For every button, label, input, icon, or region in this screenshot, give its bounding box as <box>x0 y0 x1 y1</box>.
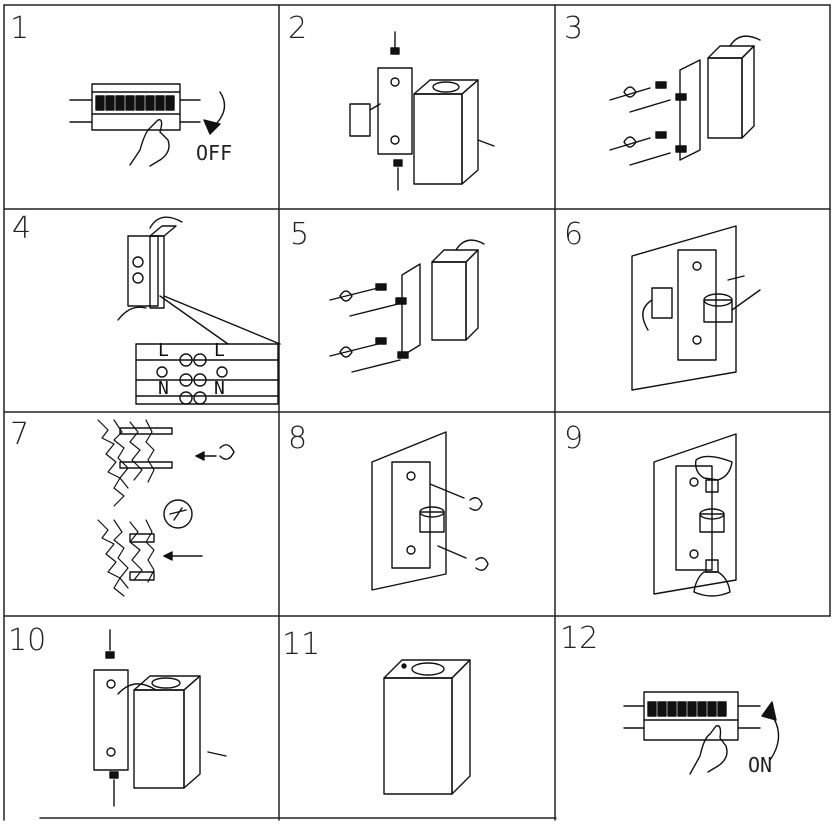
terminal-block <box>156 353 228 405</box>
step-number-4: 4 <box>12 211 32 246</box>
wire-label-live-right: L <box>214 340 225 361</box>
step-number-5: 5 <box>290 217 310 252</box>
step-number-12: 12 <box>560 621 599 656</box>
bulb-bottom-icon <box>693 571 731 597</box>
step-11-illustration <box>383 659 471 795</box>
step-number-9: 9 <box>564 421 584 456</box>
off-caption: OFF <box>196 141 233 165</box>
step-number-10: 10 <box>8 623 47 658</box>
wire-label-neutral-left: N <box>158 378 169 399</box>
step-number-6: 6 <box>564 217 584 252</box>
step-number-11: 11 <box>282 627 321 662</box>
step-6-illustration <box>631 225 761 391</box>
on-caption: ON <box>748 753 773 777</box>
hand-icon <box>689 725 728 775</box>
step-4-illustration: L L N N <box>117 216 281 405</box>
wire-label-live-left: L <box>158 340 169 361</box>
grid-lines <box>3 4 831 821</box>
step-12-illustration <box>623 691 780 775</box>
hand-icon <box>129 119 170 167</box>
earth-icon <box>156 366 168 378</box>
step-number-2: 2 <box>288 11 308 46</box>
step-3-illustration <box>609 35 761 166</box>
step-5-illustration <box>329 239 485 373</box>
step-7-illustration <box>97 419 235 597</box>
step-9-illustration <box>653 433 737 597</box>
wire-label-neutral-right: N <box>214 378 225 399</box>
step-number-7: 7 <box>10 417 30 452</box>
earth-icon <box>216 366 228 378</box>
step-10-illustration <box>93 629 227 807</box>
breaker-switches <box>91 91 181 115</box>
bulb-top-icon <box>694 455 733 481</box>
wall-texture <box>97 419 155 597</box>
step-8-illustration <box>371 431 489 591</box>
step-number-3: 3 <box>564 11 584 46</box>
step-2-illustration <box>349 31 495 191</box>
step-number-8: 8 <box>288 421 308 456</box>
step-1-illustration <box>69 83 226 167</box>
step-number-1: 1 <box>10 11 30 46</box>
hammer-icon <box>163 499 193 529</box>
